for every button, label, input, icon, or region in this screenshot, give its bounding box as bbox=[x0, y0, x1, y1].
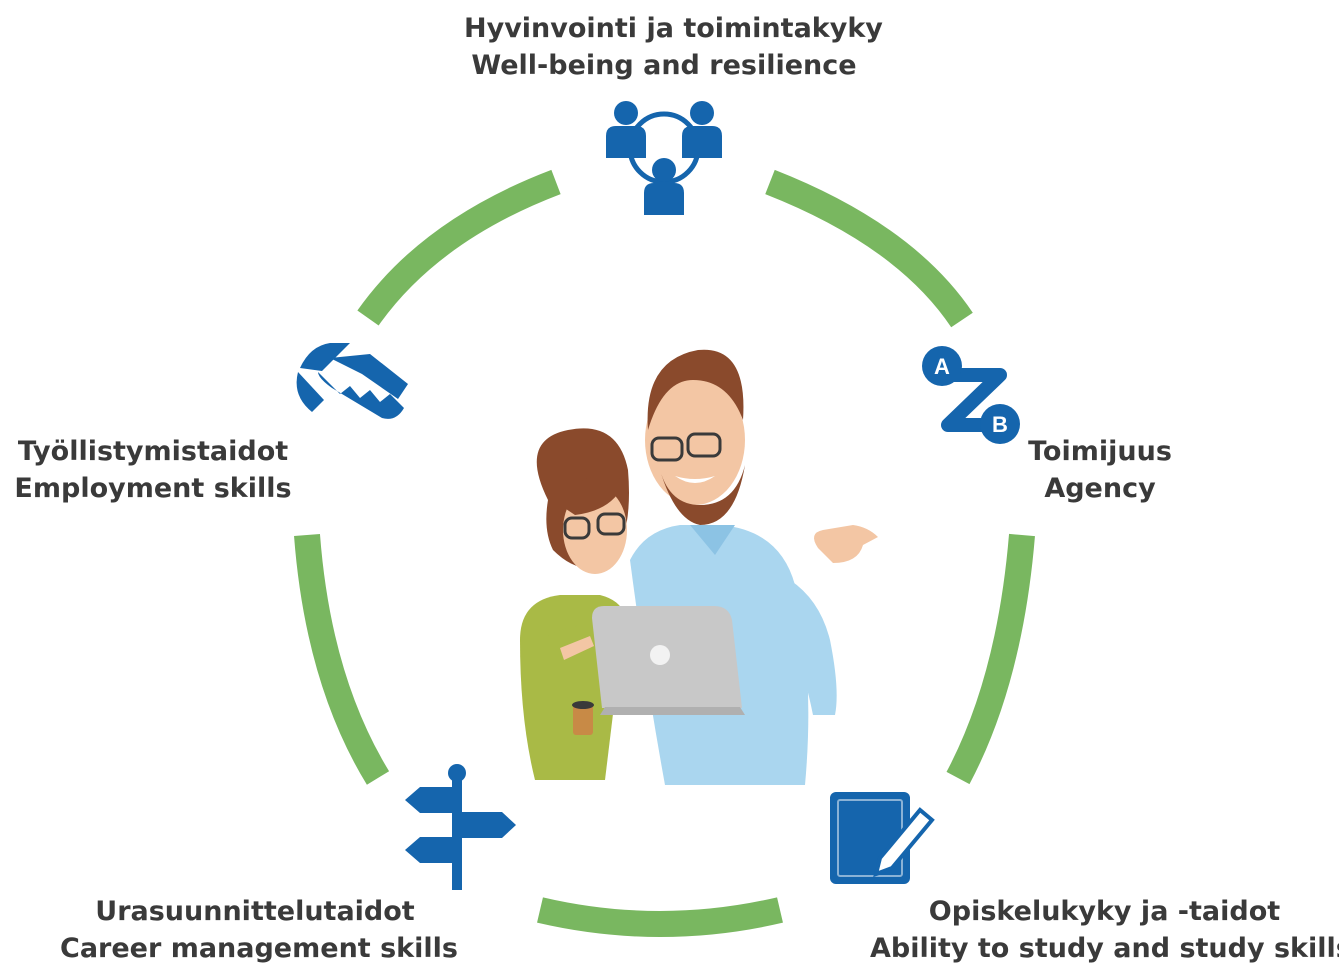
handshake-icon bbox=[296, 343, 408, 419]
label-english: Agency bbox=[1044, 473, 1156, 504]
ring-arc-right bbox=[946, 533, 1035, 785]
svg-text:B: B bbox=[992, 412, 1008, 437]
label-finnish: Opiskelukyky ja -taidot bbox=[928, 896, 1281, 927]
label-english: Career management skills bbox=[60, 933, 458, 964]
node-label-agency: Toimijuus Agency bbox=[1025, 433, 1175, 507]
label-english: Employment skills bbox=[14, 473, 292, 504]
ring-arc-bottom bbox=[537, 897, 783, 937]
signpost-icon bbox=[405, 764, 516, 890]
label-finnish: Toimijuus bbox=[1028, 436, 1172, 467]
notebook-pen-icon bbox=[830, 792, 935, 884]
center-illustration bbox=[520, 349, 878, 785]
ring-arc-top-left bbox=[357, 169, 561, 326]
label-finnish: Hyvinvointi ja toimintakyky bbox=[464, 13, 883, 44]
label-english: Well-being and resilience bbox=[471, 50, 857, 81]
man-figure bbox=[630, 349, 878, 785]
node-label-employment: Työllistymistaidot Employment skills bbox=[8, 433, 298, 507]
label-finnish: Työllistymistaidot bbox=[17, 436, 289, 467]
cycle-ring bbox=[294, 169, 1035, 937]
node-label-wellbeing: Hyvinvointi ja toimintakyky Well-being a… bbox=[464, 10, 883, 84]
label-english: Ability to study and study skills bbox=[870, 933, 1339, 964]
node-label-career: Urasuunnittelutaidot Career management s… bbox=[60, 893, 458, 967]
svg-text:A: A bbox=[934, 354, 950, 379]
ring-arc-left bbox=[294, 534, 390, 785]
label-finnish: Urasuunnittelutaidot bbox=[95, 896, 415, 927]
laptop bbox=[592, 606, 745, 715]
a-z-b-icon: A B bbox=[922, 346, 1020, 444]
ring-arc-top-right bbox=[765, 169, 973, 328]
woman-figure bbox=[520, 428, 629, 780]
people-network-icon bbox=[606, 101, 722, 215]
node-label-study-skills: Opiskelukyky ja -taidot Ability to study… bbox=[870, 893, 1339, 967]
